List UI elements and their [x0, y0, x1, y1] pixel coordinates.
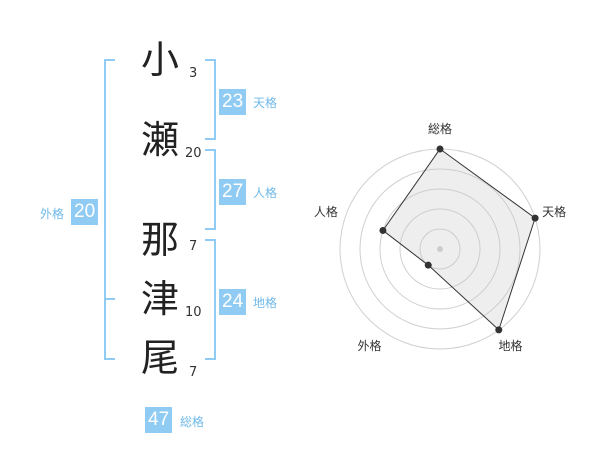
radar-axis-label-総格: 総格: [428, 121, 452, 136]
stroke-count-3: 7: [189, 239, 198, 254]
radar-point-地格: [495, 326, 503, 334]
chikaku-value-badge: 24: [219, 289, 247, 315]
name-char-4: 津: [141, 277, 180, 321]
radar-axis-label-外格: 外格: [357, 338, 381, 353]
radar-axis-label-人格: 人格: [314, 204, 338, 219]
chikaku-label: 地格: [253, 296, 278, 310]
tenkaku-label: 天格: [253, 96, 278, 110]
radar-axis-label-地格: 地格: [499, 338, 523, 353]
radar-point-外格: [424, 261, 432, 269]
radar-center-dot: [437, 246, 443, 252]
name-char-2: 瀬: [141, 118, 180, 162]
gaikaku-value-badge: 20: [71, 199, 99, 225]
jinkaku-value-badge: 27: [219, 179, 247, 205]
radar-point-人格: [379, 226, 387, 234]
tenkaku-value-badge: 23: [219, 89, 247, 115]
gaikaku-label: 外格: [40, 207, 65, 221]
stroke-count-5: 7: [189, 365, 198, 380]
radar-series-polygon: [382, 148, 536, 331]
stroke-count-2: 20: [185, 146, 202, 161]
jinkaku-label: 人格: [253, 186, 278, 200]
name-char-1: 小: [141, 38, 180, 82]
soukaku-label: 総格: [180, 415, 205, 429]
radar-point-総格: [436, 145, 444, 153]
soukaku-value-badge: 47: [145, 407, 173, 433]
name-char-5: 尾: [141, 336, 180, 380]
stroke-count-1: 3: [189, 66, 198, 81]
radar-axis-label-天格: 天格: [542, 204, 566, 219]
stroke-count-4: 10: [185, 305, 202, 320]
name-char-3: 那: [141, 218, 180, 262]
radar-point-天格: [531, 214, 539, 222]
